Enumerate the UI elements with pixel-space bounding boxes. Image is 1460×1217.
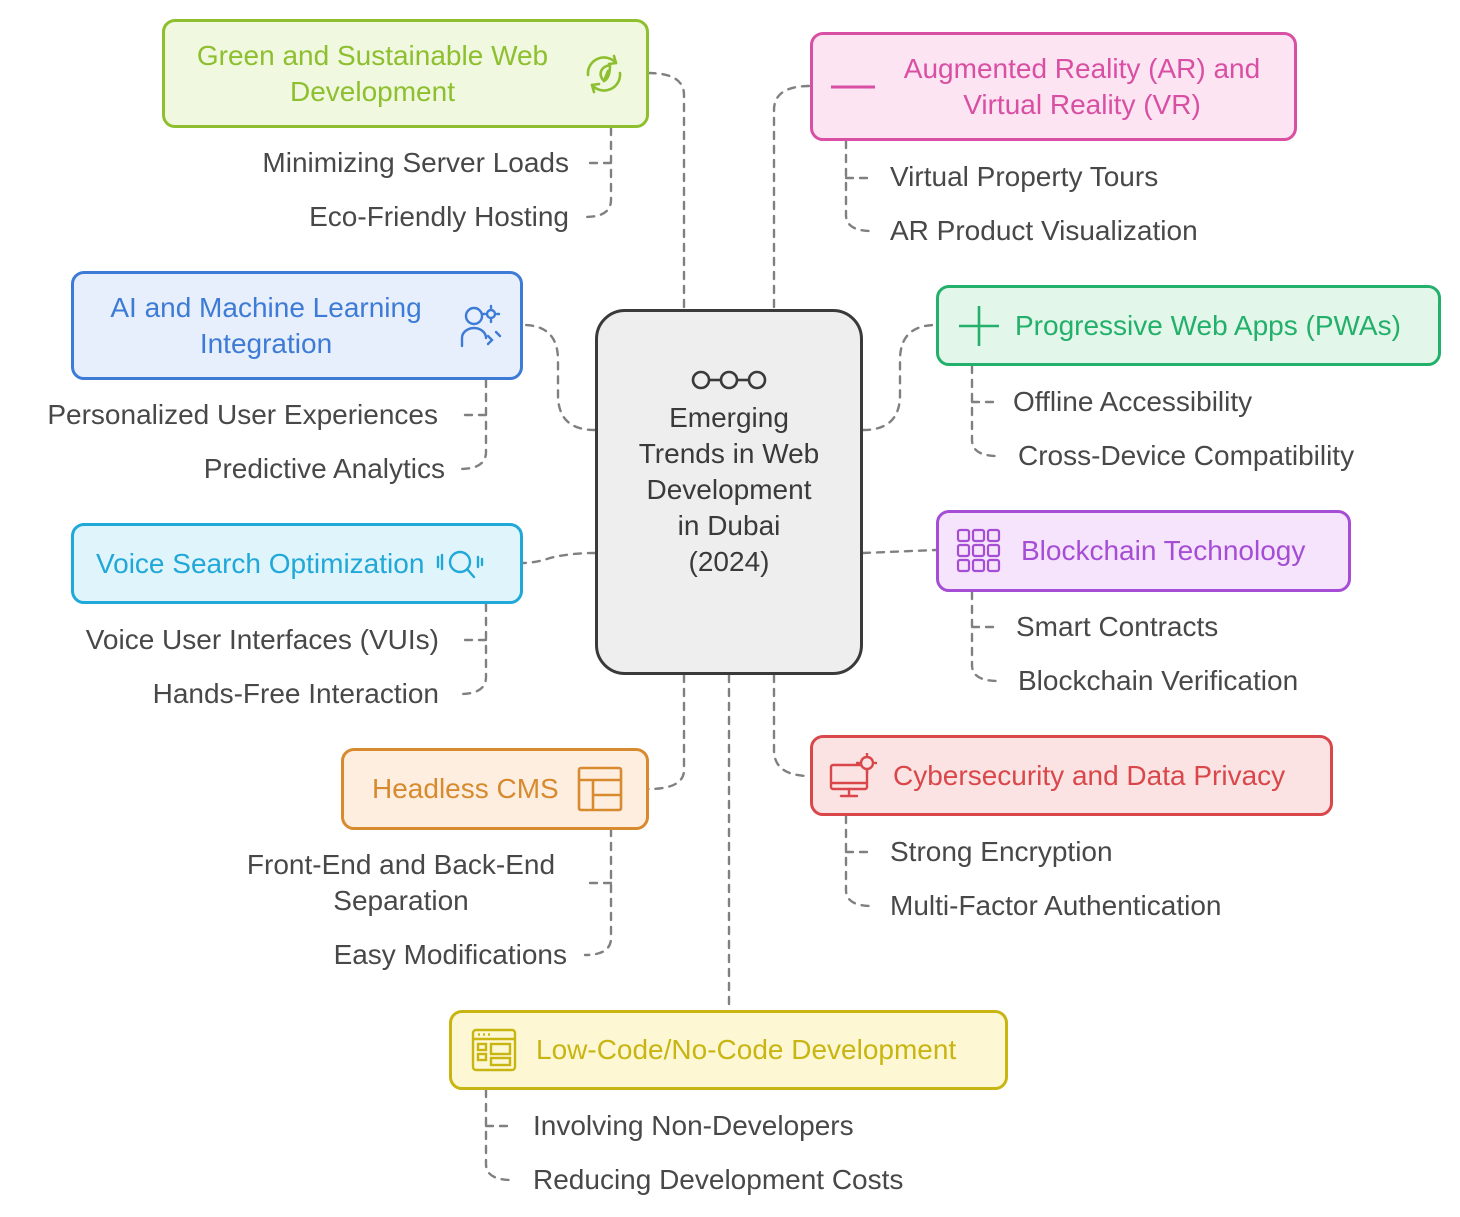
sub-item: Predictive Analytics [203,453,445,484]
topic-title: Cybersecurity and Data Privacy [893,759,1286,791]
topic-title: Voice Search Optimization [96,547,425,579]
sub-item: Offline Accessibility [1013,386,1253,417]
topic-title: AI and Machine Learning Integration [110,291,422,359]
branch-security [844,814,874,908]
connector-green [646,71,686,309]
connector-security [772,673,812,778]
app-builder-icon [470,1028,518,1072]
branch-lowcode [484,1088,514,1182]
topic-ar-vr: Augmented Reality (AR) and Virtual Reali… [810,32,1297,141]
sub-item: Easy Modifications [333,939,567,970]
branch-ar-vr [844,139,874,233]
topic-title: Headless CMS [372,773,559,804]
branch-pwa [970,364,1000,458]
sub-item: Strong Encryption [890,836,1113,867]
sub-item: Cross-Device Compatibility [1018,440,1355,471]
blocks-grid-icon [955,528,1003,574]
sub-item: Front-End and Back-End Separation [246,849,556,916]
topic-title: Low-Code/No-Code Development [536,1034,957,1065]
connector-blockchain [861,548,938,555]
topic-green-sustainable: Green and Sustainable Web Development [162,19,649,128]
connector-ar-vr [772,84,812,309]
topic-ai-ml: AI and Machine Learning Integration [71,271,523,380]
voice-search-icon [436,547,484,581]
plus-icon [955,304,1003,348]
topic-title: Blockchain Technology [1021,535,1306,566]
connector-voice [521,551,597,565]
topic-headless-cms: Headless CMS [341,748,649,830]
person-gear-icon [458,302,502,350]
topic-title: Green and Sustainable Web Development [196,39,549,107]
connector-cms [646,673,686,791]
connector-pwa [861,323,938,432]
branch-blockchain [970,590,1000,683]
sub-item: Eco-Friendly Hosting [309,201,569,232]
topic-low-code: Low-Code/No-Code Development [449,1010,1008,1090]
layout-icon [577,766,623,812]
circles-chain-icon [691,366,767,394]
topic-title: Augmented Reality (AR) and Virtual Reali… [903,52,1261,120]
topic-pwa: Progressive Web Apps (PWAs) [936,285,1441,366]
center-node: Emerging Trends in Web Development in Du… [595,309,863,675]
center-title: Emerging Trends in Web Development in Du… [638,402,820,577]
sub-item: Blockchain Verification [1018,665,1299,696]
headset-line-icon [829,83,877,91]
branch-green [583,126,613,219]
sub-item: Reducing Development Costs [533,1164,904,1195]
sub-item: Hands-Free Interaction [152,678,439,709]
sub-item: AR Product Visualization [890,215,1198,246]
sub-item: Virtual Property Tours [890,161,1159,192]
monitor-gear-icon [829,752,877,799]
sub-item: Personalized User Experiences [47,399,438,430]
sub-item: Voice User Interfaces (VUIs) [85,624,439,655]
sub-item: Multi-Factor Authentication [890,890,1222,921]
connector-ai [521,323,597,432]
branch-voice [458,602,488,696]
topic-title: Progressive Web Apps (PWAs) [1015,309,1401,341]
sub-item: Minimizing Server Loads [262,147,569,178]
sub-item: Involving Non-Developers [533,1110,854,1141]
branch-ai [458,378,488,471]
topic-voice-search: Voice Search Optimization [71,523,523,604]
branch-cms [583,827,613,957]
topic-blockchain: Blockchain Technology [936,510,1351,592]
sub-item: Smart Contracts [1016,611,1219,642]
eco-recycle-icon [580,53,628,95]
topic-cybersecurity: Cybersecurity and Data Privacy [810,735,1333,816]
